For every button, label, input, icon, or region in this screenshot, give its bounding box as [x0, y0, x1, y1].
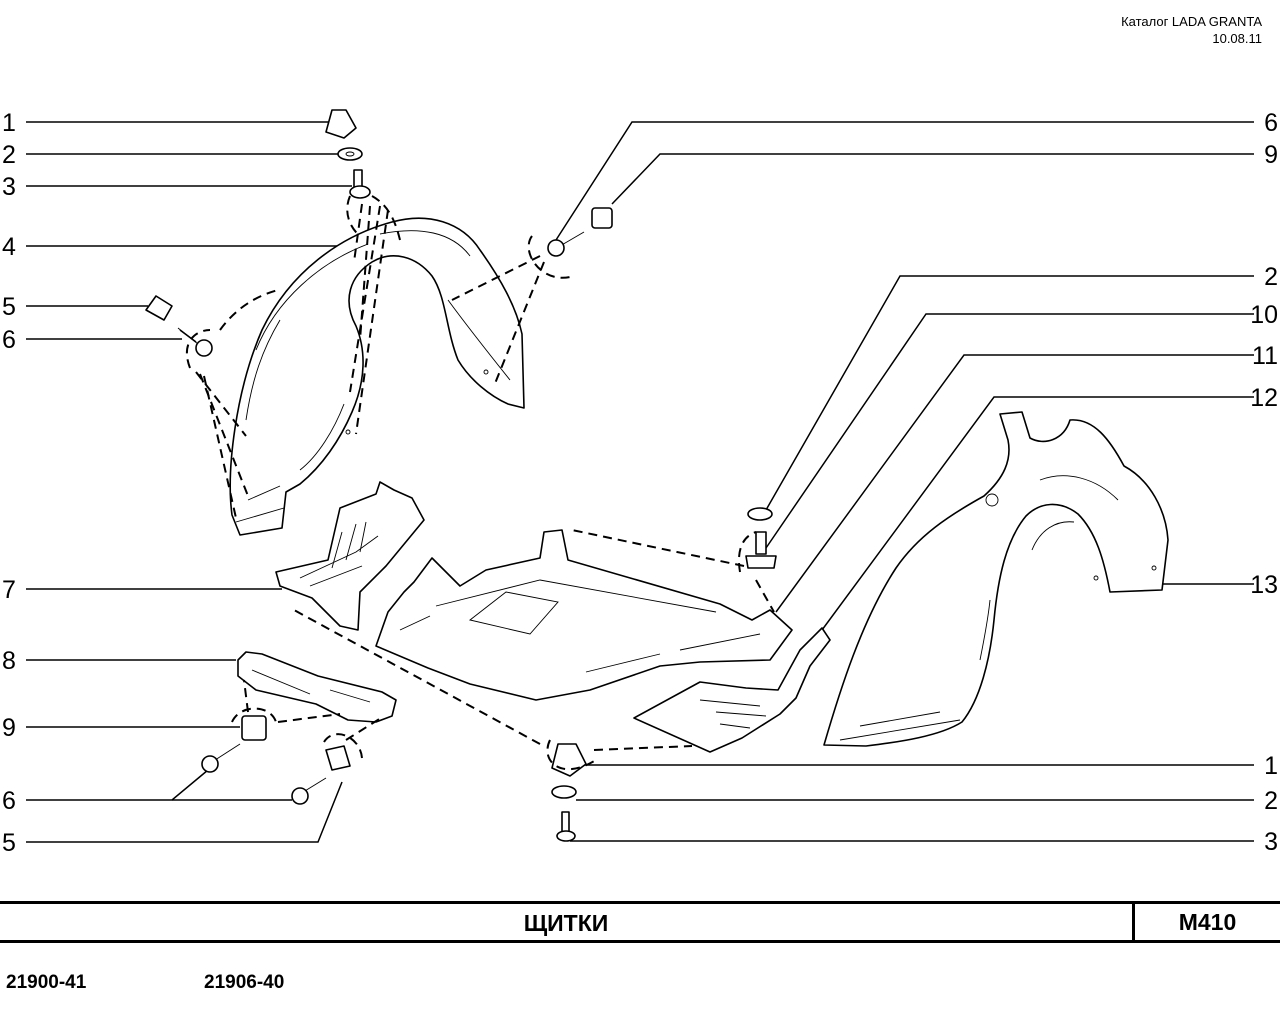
callout-right-2b: 2	[1264, 787, 1278, 815]
cage-nut-top	[325, 109, 357, 139]
model-code-2: 21906-40	[204, 972, 285, 993]
splash-shield	[275, 481, 425, 631]
title-block: ЩИТКИ M410	[0, 901, 1280, 943]
callout-right-10: 10	[1250, 301, 1278, 329]
bolt	[755, 531, 767, 555]
callout-right-3: 3	[1264, 828, 1278, 856]
callout-left-6: 6	[2, 326, 16, 354]
callout-left-9: 9	[2, 714, 16, 742]
washer-top	[337, 147, 363, 161]
clip-bottom	[241, 715, 267, 741]
leader-lines-left	[26, 121, 352, 843]
underbody-strip	[237, 651, 397, 723]
sheet-code: M410	[1132, 904, 1280, 940]
callout-left-5b: 5	[2, 829, 16, 857]
screw-bottom-left-b	[291, 787, 309, 805]
wheel-arch-liner-right	[823, 411, 1169, 747]
callout-right-6: 6	[1264, 109, 1278, 137]
callout-right-9: 9	[1264, 141, 1278, 169]
leader-lines-right	[555, 121, 1254, 842]
callout-left-4: 4	[2, 233, 16, 261]
callout-right-13: 13	[1250, 571, 1278, 599]
callout-left-1: 1	[2, 109, 16, 137]
callout-left-5: 5	[2, 293, 16, 321]
callout-left-7: 7	[2, 576, 16, 604]
callout-left-8: 8	[2, 647, 16, 675]
screw-bottom-left-a	[201, 755, 219, 773]
side-splash-guard	[633, 627, 831, 753]
callout-right-2: 2	[1264, 263, 1278, 291]
clip-right-top	[591, 207, 613, 229]
catalog-label: Каталог LADA GRANTA	[1121, 14, 1262, 29]
spring-clip-top	[145, 295, 173, 321]
screw-bottom	[561, 811, 570, 833]
cage-nut-bottom	[551, 743, 587, 777]
callout-numbers-left: 1 2 3 4 5 6 7 8 9 6 5	[2, 109, 16, 857]
callout-numbers-right: 6 9 2 10 11 12 13 1 2 3	[1250, 109, 1278, 856]
callout-left-6b: 6	[2, 787, 16, 815]
washer-right	[747, 507, 773, 521]
date-label: 10.08.11	[1212, 31, 1262, 46]
callout-right-1: 1	[1264, 752, 1278, 780]
screw-right-top	[547, 239, 565, 257]
callout-left-3: 3	[2, 173, 16, 201]
callout-left-2: 2	[2, 141, 16, 169]
assembly-arrows	[185, 195, 775, 771]
sheet-title: ЩИТКИ	[523, 910, 609, 936]
model-code-1: 21900-41	[6, 972, 87, 993]
parts-diagram: 1 2 3 4 5 6 7 8 9 6 5 6 9 2 10 11 12 13 …	[2, 109, 1278, 857]
engine-undertray	[375, 529, 793, 701]
washer-bottom	[551, 785, 577, 799]
wheel-arch-liner-left	[229, 217, 525, 536]
callout-right-12: 12	[1250, 384, 1278, 412]
spring-clip-bottom	[325, 745, 351, 771]
callout-right-11: 11	[1252, 342, 1278, 370]
